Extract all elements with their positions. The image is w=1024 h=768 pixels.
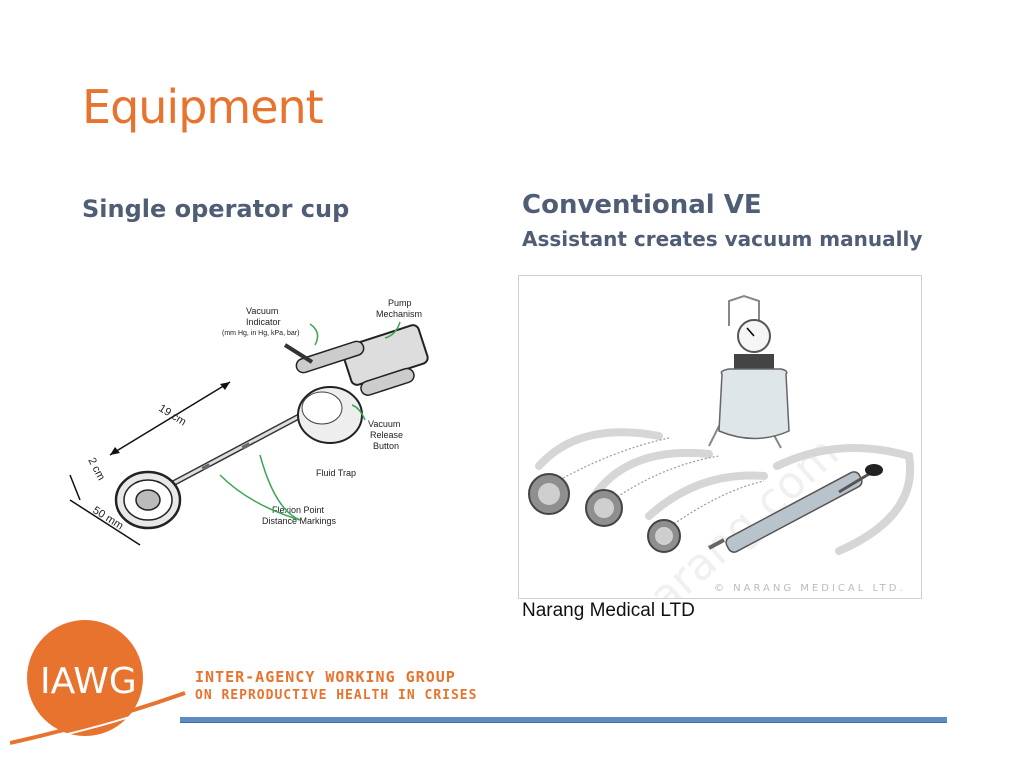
org-name-line-2: ON REPRODUCTIVE HEALTH IN CRISES xyxy=(195,688,478,703)
iawg-logo: IAWG xyxy=(10,620,186,747)
flexion-point-label: Flexion Point xyxy=(272,505,325,515)
logo-text: IAWG xyxy=(40,661,137,702)
org-name-line-1: INTER-AGENCY WORKING GROUP xyxy=(195,668,456,686)
photo-caption: Narang Medical LTD xyxy=(522,600,695,621)
photo-copyright-watermark: © NARANG MEDICAL LTD. xyxy=(714,583,906,594)
vacuum-release-label-2: Release xyxy=(370,430,403,440)
single-operator-cup-diagram: 19 cm 2 cm 50 mm Vacuum Indicator (mm Hg… xyxy=(69,298,429,546)
vacuum-release-label-3: Button xyxy=(373,441,399,451)
equipment-illustration: narang.com xyxy=(528,294,915,642)
cup-shape xyxy=(114,470,182,530)
vacuum-indicator-label: Vacuum xyxy=(246,306,278,316)
left-column-heading: Single operator cup xyxy=(82,195,350,223)
flexion-point-label-2: Distance Markings xyxy=(262,516,337,526)
fluid-trap-shape xyxy=(297,386,363,444)
pump-mechanism-label-2: Mechanism xyxy=(376,309,422,319)
pump-mechanism-shape xyxy=(283,324,429,396)
slide-title: Equipment xyxy=(82,80,324,134)
vacuum-indicator-units: (mm Hg, in Hg, kPa, bar) xyxy=(222,330,299,337)
conventional-ve-photo: narang.com xyxy=(518,275,922,642)
dimension-height-label: 2 cm xyxy=(85,456,107,483)
vacuum-release-label: Vacuum xyxy=(368,419,400,429)
right-column-heading: Conventional VE xyxy=(522,190,762,220)
vacuum-indicator-label-2: Indicator xyxy=(246,317,281,327)
right-column-subheading: Assistant creates vacuum manually xyxy=(522,227,923,251)
fluid-trap-label: Fluid Trap xyxy=(316,468,356,478)
hand-pump xyxy=(708,464,883,553)
pump-mechanism-label: Pump xyxy=(388,298,412,308)
footer-divider xyxy=(180,717,947,723)
vacuum-cups xyxy=(528,473,681,553)
